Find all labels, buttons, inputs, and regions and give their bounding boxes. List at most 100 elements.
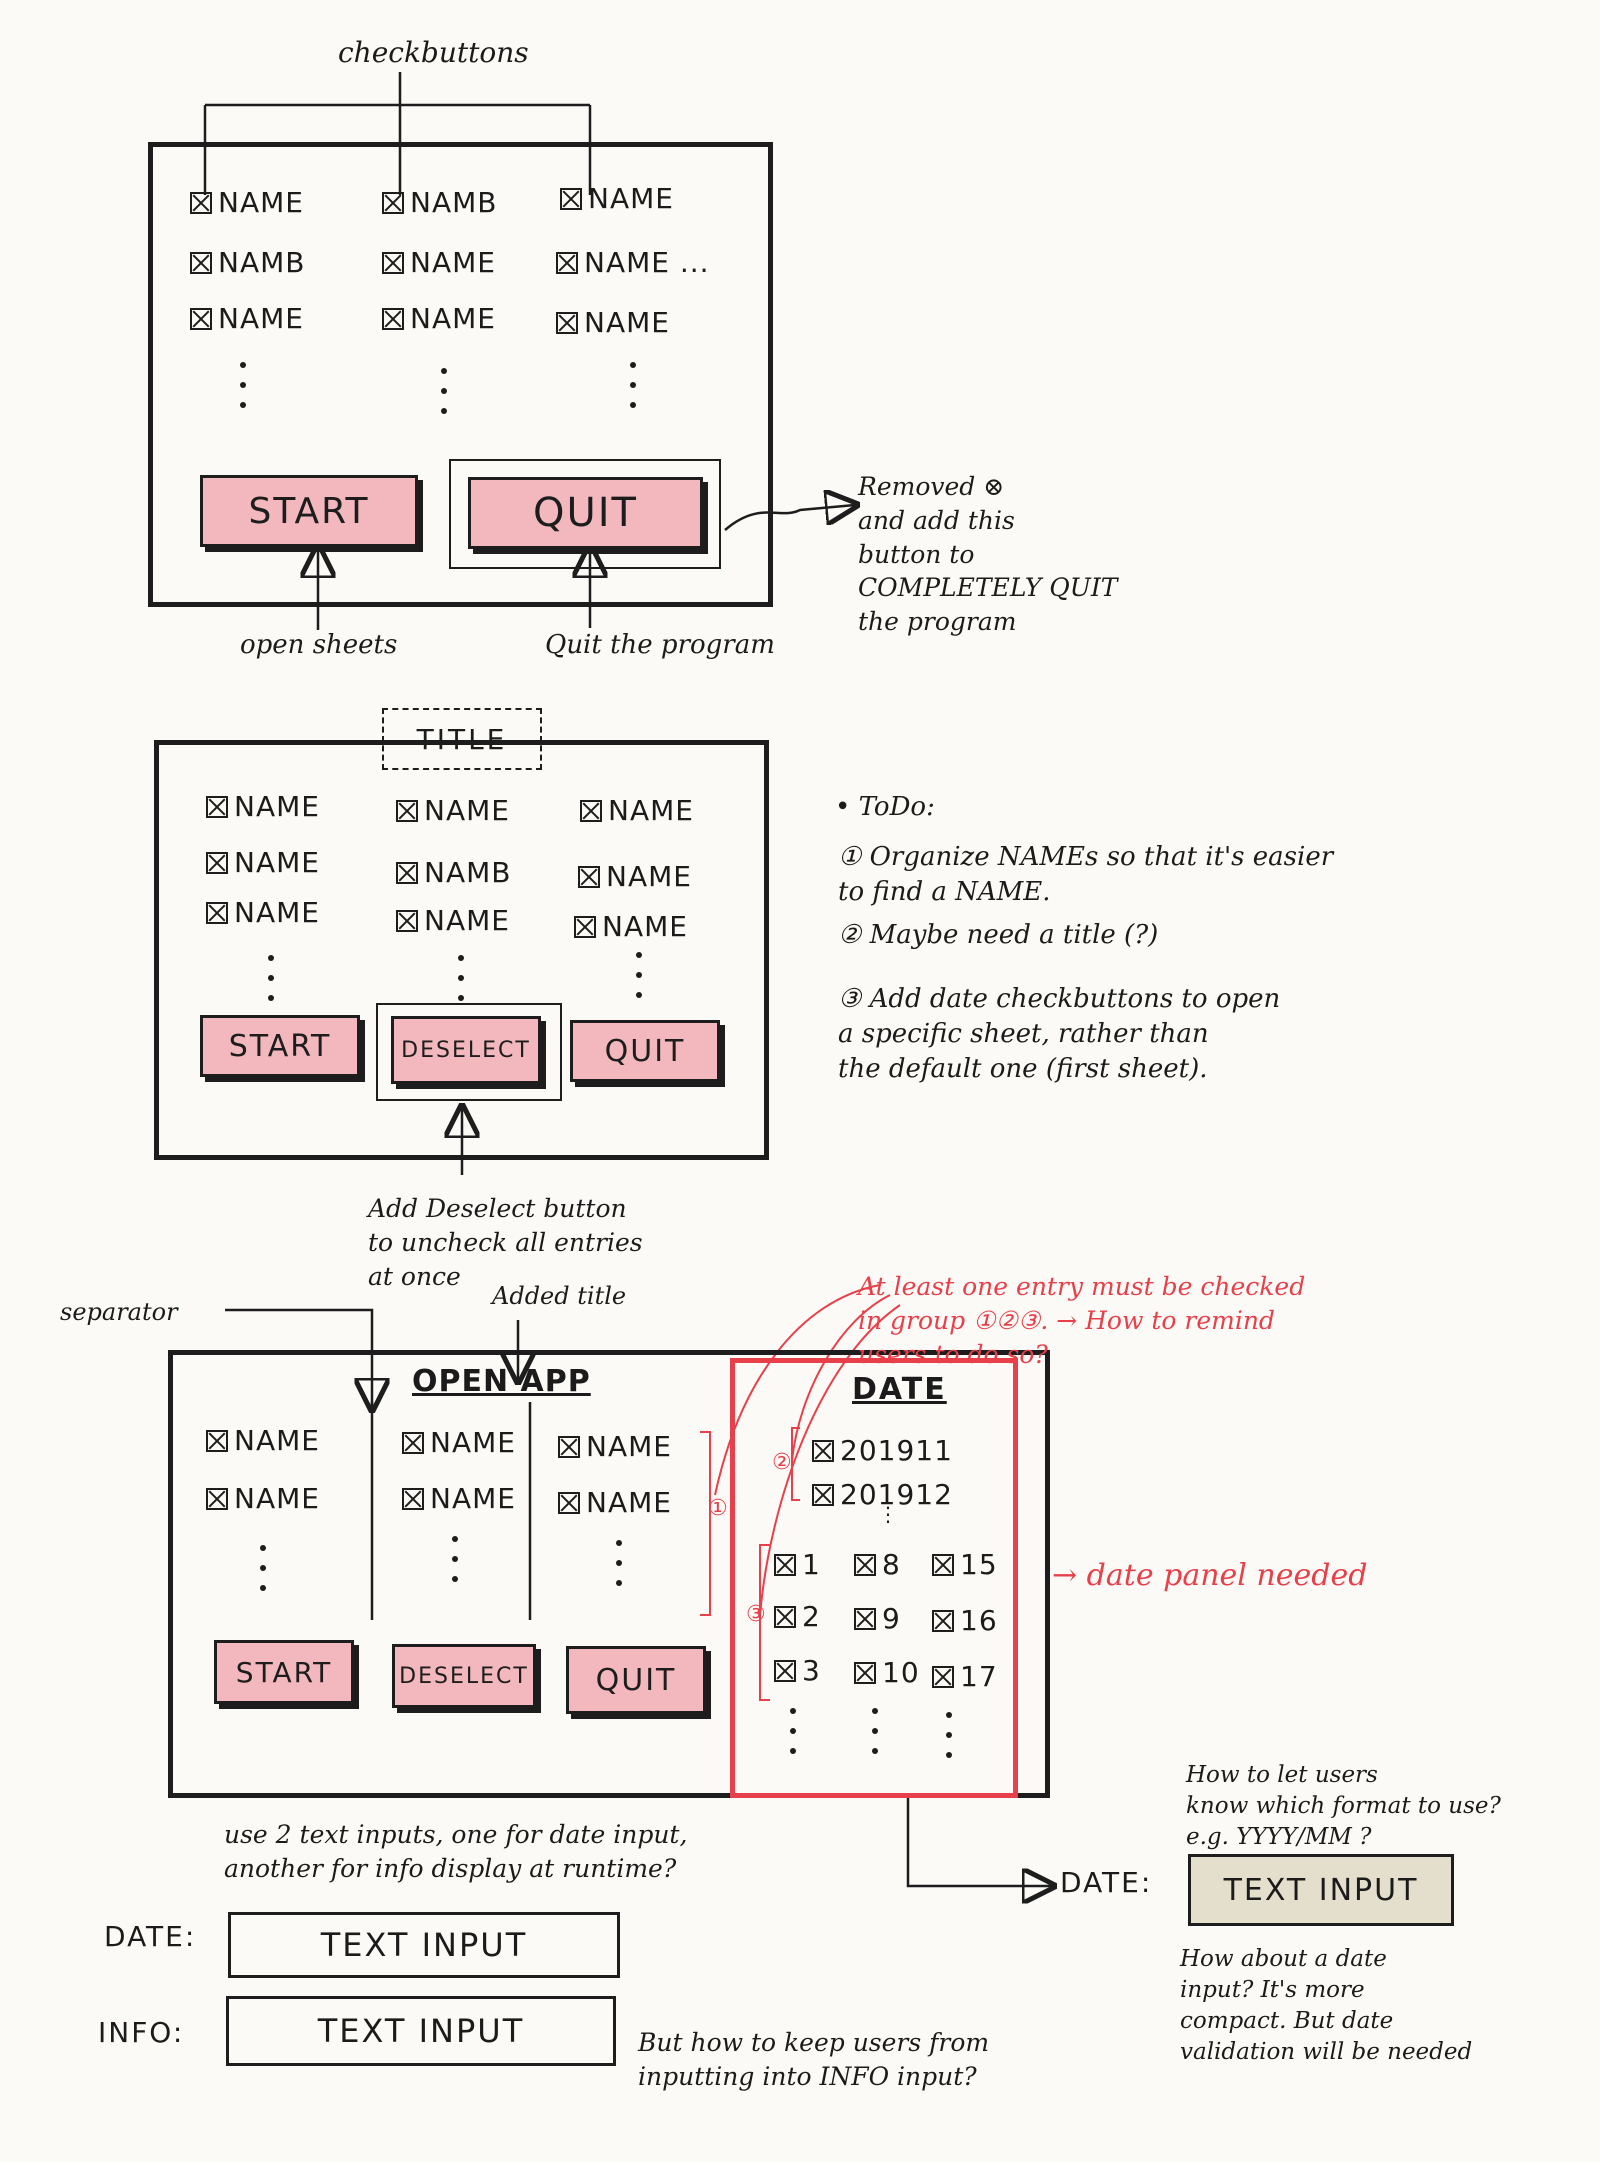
checkbutton[interactable]: NAME — [206, 1424, 320, 1457]
day-checkbutton[interactable]: 10 — [854, 1656, 920, 1689]
checkbox-checked-icon — [854, 1607, 876, 1630]
checkbutton[interactable]: NAME — [580, 794, 694, 827]
separator-arrow — [225, 1308, 372, 1408]
checkbox-checked-icon — [206, 1487, 228, 1510]
more-rows-ellipsis — [458, 955, 464, 1001]
checkbutton[interactable]: NAME — [402, 1482, 516, 1515]
checkbox-checked-icon — [190, 251, 212, 274]
checkbutton[interactable]: NAME — [396, 794, 510, 827]
more-rows-ellipsis — [260, 1545, 266, 1591]
mockup-window-2 — [154, 740, 769, 1160]
more-rows-ellipsis — [452, 1536, 458, 1582]
more-days-ellipsis — [790, 1708, 796, 1754]
checkbutton[interactable]: NAMB — [396, 856, 511, 889]
quit-button[interactable]: QUIT — [566, 1646, 706, 1714]
checkbox-checked-icon — [402, 1487, 424, 1510]
start-button[interactable]: START — [200, 1015, 360, 1077]
app-title: OPEN APP — [412, 1364, 591, 1399]
checkbox-checked-icon — [396, 799, 418, 822]
todo-item-3: ③ Add date checkbuttons to open a specif… — [838, 984, 1281, 1085]
checkbutton[interactable]: NAME — [396, 904, 510, 937]
checkbutton[interactable]: NAME — [190, 302, 304, 335]
checkbox-checked-icon — [774, 1553, 796, 1576]
checkbuttons-label: checkbuttons — [338, 36, 529, 69]
deselect-highlight — [376, 1003, 562, 1101]
group-bracket-1 — [700, 1431, 711, 1616]
checkbox-checked-icon — [854, 1661, 876, 1684]
date-label: DATE: — [104, 1920, 197, 1953]
day-checkbutton[interactable]: 16 — [932, 1604, 998, 1637]
separator-annotation: separator — [60, 1298, 178, 1326]
more-rows-ellipsis — [630, 362, 636, 408]
info-label: INFO: — [98, 2016, 185, 2049]
more-days-ellipsis — [946, 1712, 952, 1758]
checkbox-checked-icon — [206, 901, 228, 924]
checkbox-checked-icon — [854, 1553, 876, 1576]
deselect-button[interactable]: DESELECT — [391, 1016, 541, 1084]
day-checkbutton[interactable]: 2 — [774, 1600, 821, 1633]
deselect-annotation: Add Deselect button to uncheck all entri… — [368, 1194, 643, 1291]
day-checkbutton[interactable]: 9 — [854, 1602, 901, 1635]
checkbutton[interactable]: NAME — [558, 1486, 672, 1519]
checkbutton[interactable]: NAME ... — [556, 246, 710, 279]
checkbutton[interactable]: NAME — [206, 896, 320, 929]
day-checkbutton[interactable]: 15 — [932, 1548, 998, 1581]
deselect-button[interactable]: DESELECT — [392, 1644, 536, 1708]
month-checkbutton[interactable]: 201911 — [812, 1434, 953, 1467]
checkbutton[interactable]: NAME — [206, 846, 320, 879]
quit-annotation: Quit the program — [545, 630, 775, 660]
date-text-input-alt[interactable]: TEXT INPUT — [1188, 1854, 1454, 1926]
checkbutton[interactable]: NAME — [206, 790, 320, 823]
added-title-annotation: Added title — [492, 1282, 627, 1310]
quit-button[interactable]: QUIT — [468, 477, 703, 549]
start-button[interactable]: START — [214, 1640, 354, 1704]
more-rows-ellipsis — [240, 362, 246, 408]
checkbutton[interactable]: NAME — [382, 246, 496, 279]
quit-button[interactable]: QUIT — [570, 1020, 720, 1082]
checkbox-checked-icon — [206, 795, 228, 818]
group-marker-2: ② — [772, 1450, 792, 1475]
checkbutton[interactable]: NAME — [190, 186, 304, 219]
checkbutton[interactable]: NAME — [578, 860, 692, 893]
info-text-input[interactable]: TEXT INPUT — [226, 1996, 616, 2066]
date-panel-title: DATE — [852, 1372, 947, 1407]
checkbox-checked-icon — [190, 191, 212, 214]
checkbutton[interactable]: NAME — [560, 182, 674, 215]
checkbox-checked-icon — [382, 251, 404, 274]
day-checkbutton[interactable]: 3 — [774, 1654, 821, 1687]
checkbutton[interactable]: NAME — [206, 1482, 320, 1515]
date-text-input[interactable]: TEXT INPUT — [228, 1912, 620, 1978]
red-note-date-panel: → date panel needed — [1052, 1558, 1368, 1593]
month-checkbutton[interactable]: 201912 — [812, 1478, 953, 1511]
day-checkbutton[interactable]: 17 — [932, 1660, 998, 1693]
group-bracket-2 — [791, 1427, 800, 1501]
checkbox-checked-icon — [556, 311, 578, 334]
checkbutton[interactable]: NAME — [556, 306, 670, 339]
info-question: But how to keep users from inputting int… — [638, 2028, 990, 2091]
date-input-note: How about a date input? It's more compac… — [1180, 1946, 1473, 2066]
date-arrow — [906, 1796, 1052, 1886]
checkbutton[interactable]: NAME — [382, 302, 496, 335]
checkbox-checked-icon — [556, 251, 578, 274]
todo-heading: • ToDo: — [835, 792, 935, 822]
checkbox-checked-icon — [396, 909, 418, 932]
checkbutton[interactable]: NAMB — [382, 186, 497, 219]
checkbutton[interactable]: NAMB — [190, 246, 305, 279]
checkbutton[interactable]: NAME — [558, 1430, 672, 1463]
title-placeholder: TITLE — [382, 708, 542, 770]
mockup-window-3 — [168, 1350, 1050, 1798]
start-button[interactable]: START — [200, 475, 418, 547]
checkbox-checked-icon — [382, 307, 404, 330]
more-months-ellipsis: ⋮ — [878, 1502, 898, 1526]
day-checkbutton[interactable]: 1 — [774, 1548, 821, 1581]
checkbox-checked-icon — [578, 865, 600, 888]
checkbutton[interactable]: NAME — [574, 910, 688, 943]
checkbuttons-bracket — [203, 72, 592, 195]
checkbox-checked-icon — [774, 1659, 796, 1682]
checkbox-checked-icon — [812, 1483, 834, 1506]
checkbox-checked-icon — [206, 851, 228, 874]
start-annotation: open sheets — [240, 630, 398, 660]
checkbutton[interactable]: NAME — [402, 1426, 516, 1459]
day-checkbutton[interactable]: 8 — [854, 1548, 901, 1581]
